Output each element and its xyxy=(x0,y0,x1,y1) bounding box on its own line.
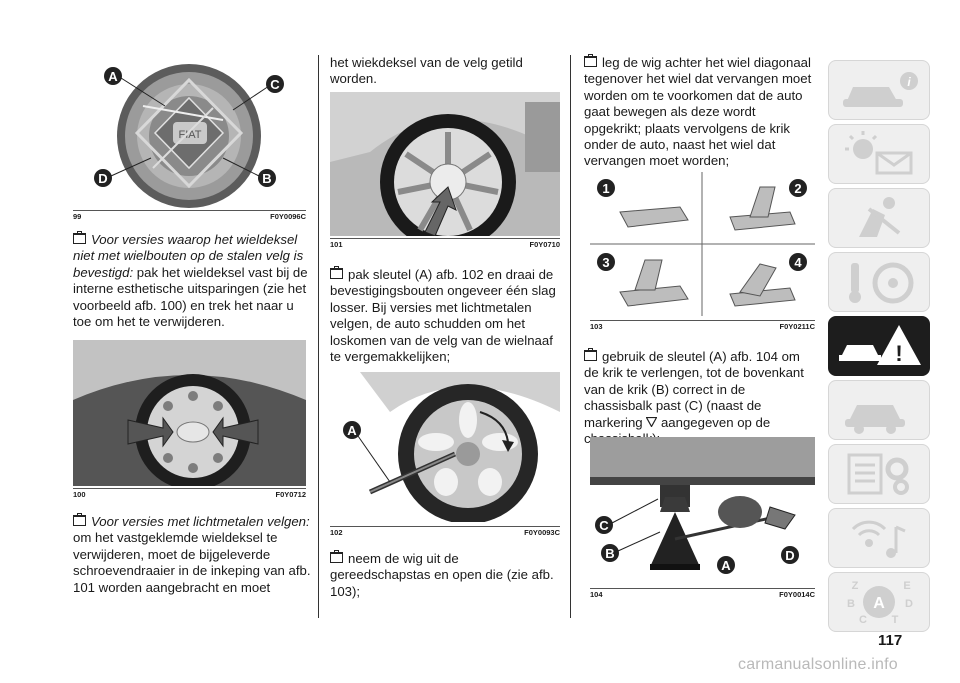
svg-text:A: A xyxy=(873,595,885,612)
figure-caption: 101 F0Y0710 xyxy=(330,240,560,249)
figure-code: F0Y0710 xyxy=(529,240,560,249)
sidebar-spec-gear-icon[interactable] xyxy=(828,444,930,504)
figure-caption: 103 F0Y0211C xyxy=(590,322,815,331)
figure-99: FIAT A C D B xyxy=(73,58,306,208)
svg-text:C: C xyxy=(599,518,609,533)
sidebar-warning-lights-icon[interactable] xyxy=(828,124,930,184)
page-number: 117 xyxy=(878,632,903,649)
svg-text:T: T xyxy=(892,614,899,626)
paragraph-text: leg de wig achter het wiel diagonaal teg… xyxy=(584,55,812,169)
italic-lead: Voor versies met lichtmetalen velgen: xyxy=(91,514,310,529)
sidebar-car-service-icon[interactable] xyxy=(828,380,930,440)
bullet-icon xyxy=(330,266,343,279)
paragraph: Voor versies met lichtmetalen velgen: om… xyxy=(73,513,313,596)
bullet-icon xyxy=(73,231,86,244)
figure-101 xyxy=(330,92,560,236)
figure-number: 100 xyxy=(73,490,86,499)
svg-text:B: B xyxy=(262,171,271,186)
svg-text:C: C xyxy=(270,77,280,92)
chassis-mark-icon xyxy=(645,415,658,428)
paragraph-text: het wiekdeksel van de velg getild worden… xyxy=(330,55,523,87)
paragraph: Voor versies waarop het wieldeksel niet … xyxy=(73,231,313,330)
paragraph: leg de wig achter het wiel diagonaal teg… xyxy=(584,54,816,170)
column-divider xyxy=(318,55,319,618)
svg-text:C: C xyxy=(859,614,867,626)
figure-caption: 104 F0Y0014C xyxy=(590,590,815,599)
sidebar-emergency-icon[interactable]: ! xyxy=(828,316,930,376)
italic-lead: Voor versies waarop het wieldeksel niet … xyxy=(73,232,304,280)
figure-104: C B A D xyxy=(590,437,815,585)
svg-text:i: i xyxy=(907,75,911,89)
paragraph: gebruik de sleutel (A) afb. 104 om de kr… xyxy=(584,348,816,447)
figure-label: A xyxy=(108,69,118,84)
figure-number: 104 xyxy=(590,590,603,599)
figure-rule xyxy=(73,488,306,489)
figure-rule xyxy=(590,320,815,321)
paragraph-text: om het vastgeklemde wieldeksel te verwij… xyxy=(73,530,311,595)
figure-103: 1 2 3 4 xyxy=(590,172,815,316)
bullet-icon xyxy=(584,348,597,361)
column-divider xyxy=(570,55,571,618)
svg-text:A: A xyxy=(347,423,357,438)
bullet-icon xyxy=(584,54,597,67)
paragraph: het wiekdeksel van de velg getild worden… xyxy=(330,55,560,88)
bullet-icon xyxy=(330,550,343,563)
paragraph-text: neem de wig uit de gereedschapstas en op… xyxy=(330,551,554,599)
svg-text:3: 3 xyxy=(602,255,609,270)
paragraph: pak sleutel (A) afb. 102 en draai de bev… xyxy=(330,266,562,365)
figure-code: F0Y0093C xyxy=(524,528,560,537)
figure-number: 99 xyxy=(73,212,82,221)
paragraph-text: pak het wieldeksel vast bij de interne e… xyxy=(73,264,308,330)
figure-number: 101 xyxy=(330,240,343,249)
figure-caption: 99 F0Y0096C xyxy=(73,212,306,221)
svg-text:D: D xyxy=(98,171,107,186)
figure-number: 102 xyxy=(330,528,343,537)
sidebar-airbag-seat-icon[interactable] xyxy=(828,188,930,248)
figure-caption: 102 F0Y0093C xyxy=(330,528,560,537)
figure-rule xyxy=(330,526,560,527)
svg-text:B: B xyxy=(847,598,855,610)
paragraph: neem de wig uit de gereedschapstas en op… xyxy=(330,550,562,600)
sidebar-steering-key-icon[interactable] xyxy=(828,252,930,312)
figure-102: A xyxy=(330,372,560,522)
svg-text:!: ! xyxy=(895,341,902,366)
paragraph-text: pak sleutel (A) afb. 102 en draai de bev… xyxy=(330,267,556,365)
figure-rule xyxy=(330,238,560,239)
figure-code: F0Y0211C xyxy=(779,322,815,331)
svg-text:D: D xyxy=(785,548,794,563)
sidebar-car-info-icon[interactable]: i xyxy=(828,60,930,120)
svg-text:4: 4 xyxy=(794,255,802,270)
svg-text:B: B xyxy=(605,546,614,561)
paragraph-text: gebruik de sleutel (A) afb. 104 om de kr… xyxy=(584,349,804,430)
figure-number: 103 xyxy=(590,322,603,331)
svg-text:D: D xyxy=(905,598,913,610)
figure-code: F0Y0712 xyxy=(275,490,306,499)
figure-rule xyxy=(590,588,815,589)
watermark: carmanualsonline.info xyxy=(738,656,898,673)
svg-text:E: E xyxy=(903,580,910,592)
figure-caption: 100 F0Y0712 xyxy=(73,490,306,499)
svg-text:2: 2 xyxy=(794,181,801,196)
sidebar-multimedia-icon[interactable] xyxy=(828,508,930,568)
svg-text:1: 1 xyxy=(602,181,609,196)
figure-100 xyxy=(73,340,306,486)
svg-text:A: A xyxy=(721,558,731,573)
svg-text:Z: Z xyxy=(852,580,859,592)
figure-code: F0Y0014C xyxy=(779,590,815,599)
figure-rule xyxy=(73,210,306,211)
figure-code: F0Y0096C xyxy=(270,212,306,221)
bullet-icon xyxy=(73,513,86,526)
